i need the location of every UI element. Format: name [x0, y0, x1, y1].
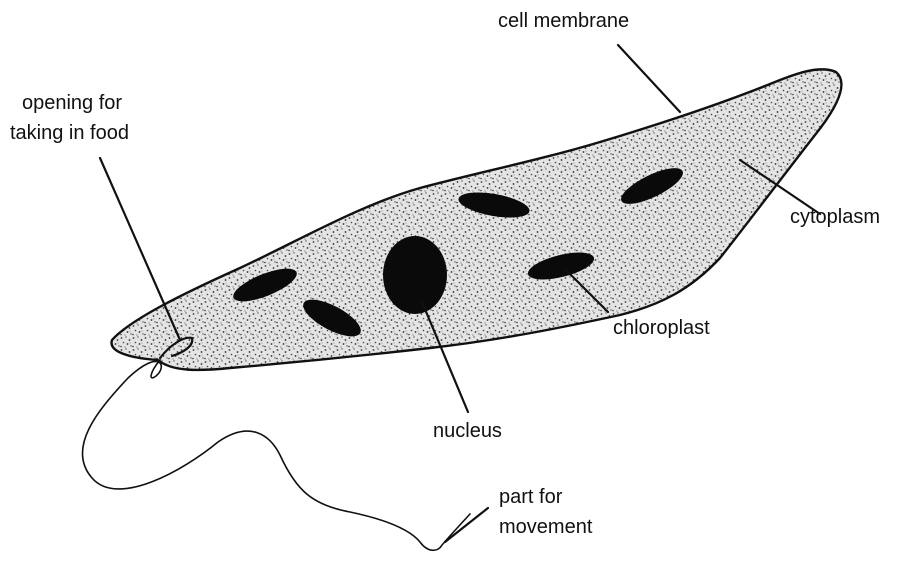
cell-body: [112, 69, 842, 370]
flagellum: [82, 360, 470, 550]
label-movement-line2: movement: [499, 516, 593, 538]
label-cytoplasm: cytoplasm: [790, 206, 880, 228]
label-cell-membrane: cell membrane: [498, 10, 629, 32]
label-chloroplast: chloroplast: [613, 317, 710, 339]
label-opening-line2: taking in food: [10, 122, 129, 144]
label-opening-line1: opening for: [22, 92, 122, 114]
opening-leader: [100, 158, 180, 340]
movement-leader: [445, 508, 488, 542]
label-nucleus: nucleus: [433, 420, 502, 442]
label-movement-line1: part for: [499, 486, 563, 508]
nucleus: [383, 236, 447, 314]
cell-membrane-leader: [618, 45, 680, 112]
